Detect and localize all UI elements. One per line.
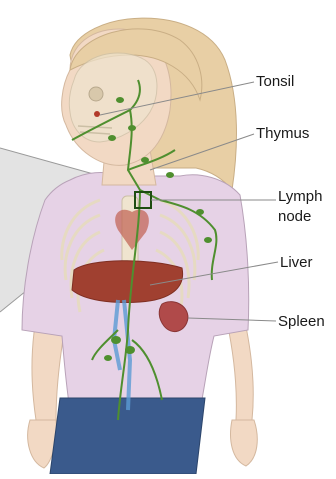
label-liver: Liver [280,254,313,271]
label-tonsil: Tonsil [256,73,294,90]
eye-socket [89,87,103,101]
label-thymus: Thymus [256,125,309,142]
label-lymph-node-line2: node [278,208,311,225]
right-hand [231,420,258,466]
tonsil-marker [94,111,100,117]
label-spleen: Spleen [278,313,325,330]
label-lymph-node-line1: Lymph [278,188,322,205]
